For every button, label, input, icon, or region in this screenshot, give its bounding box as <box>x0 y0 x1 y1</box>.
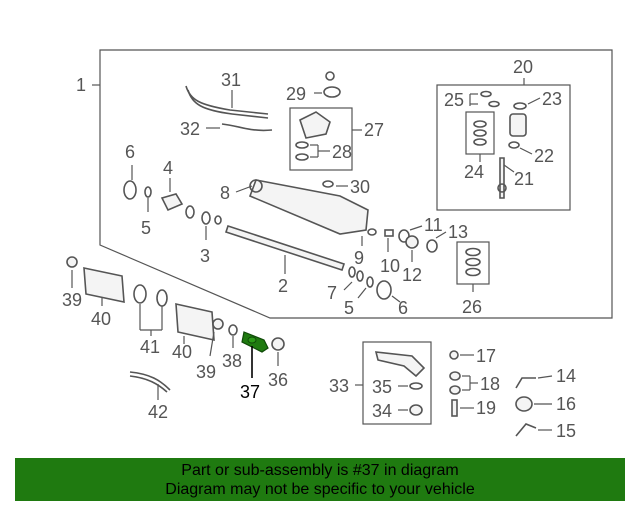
callout-1[interactable]: 1 <box>76 75 86 95</box>
callout-9[interactable]: 9 <box>354 248 364 268</box>
callout-35[interactable]: 35 <box>372 377 392 397</box>
callout-26[interactable]: 26 <box>462 297 482 317</box>
info-banner: Part or sub-assembly is #37 in diagram D… <box>15 458 625 501</box>
callout-38[interactable]: 38 <box>222 351 242 371</box>
callout-19[interactable]: 19 <box>476 398 496 418</box>
callout-12[interactable]: 12 <box>402 265 422 285</box>
callout-6[interactable]: 6 <box>125 142 135 162</box>
callout-42[interactable]: 42 <box>148 402 168 422</box>
subassembly-box-33 <box>362 341 432 425</box>
banner-line-2: Diagram may not be specific to your vehi… <box>165 481 475 498</box>
callout-3[interactable]: 3 <box>200 246 210 266</box>
callout-17[interactable]: 17 <box>476 346 496 366</box>
parts-diagram: 1 27 28 20 24 25 23 22 21 31 32 29 30 <box>62 49 613 441</box>
subassembly-box-27 <box>289 107 353 171</box>
callout-22[interactable]: 22 <box>534 146 554 166</box>
callout-34[interactable]: 34 <box>372 401 392 421</box>
callout-41[interactable]: 41 <box>140 337 160 357</box>
callout-25[interactable]: 25 <box>444 90 464 110</box>
bushing-part <box>160 193 184 212</box>
callout-40b[interactable]: 40 <box>172 342 192 362</box>
callout-2[interactable]: 2 <box>278 276 288 296</box>
valve-body-part <box>299 111 331 139</box>
callout-32[interactable]: 32 <box>180 119 200 139</box>
callout-31[interactable]: 31 <box>221 70 241 90</box>
callout-37[interactable]: 37 <box>240 382 260 402</box>
callout-18[interactable]: 18 <box>480 374 500 394</box>
callout-14[interactable]: 14 <box>556 366 576 386</box>
callout-5[interactable]: 5 <box>141 218 151 238</box>
callout-8[interactable]: 8 <box>220 183 230 203</box>
banner-line-1: Part or sub-assembly is #37 in diagram <box>181 462 459 479</box>
rack-housing-part <box>248 179 369 235</box>
callout-36[interactable]: 36 <box>268 370 288 390</box>
callout-33[interactable]: 33 <box>329 376 349 396</box>
callout-6b[interactable]: 6 <box>398 298 408 318</box>
callout-39[interactable]: 39 <box>62 290 82 310</box>
feed-pipe-part <box>185 85 269 115</box>
rack-part <box>224 224 346 272</box>
callout-28[interactable]: 28 <box>332 142 352 162</box>
callout-24[interactable]: 24 <box>464 162 484 182</box>
part-37-tie-rod[interactable] <box>241 331 269 353</box>
callout-40[interactable]: 40 <box>91 309 111 329</box>
callout-4[interactable]: 4 <box>163 158 173 178</box>
callout-27[interactable]: 27 <box>364 120 384 140</box>
bracket-part <box>515 377 536 389</box>
callout-13[interactable]: 13 <box>448 222 468 242</box>
assembly-outline <box>99 49 613 319</box>
callout-29[interactable]: 29 <box>286 84 306 104</box>
spring-part <box>509 113 527 137</box>
callout-20[interactable]: 20 <box>513 57 533 77</box>
callout-10[interactable]: 10 <box>380 256 400 276</box>
callout-23[interactable]: 23 <box>542 89 562 109</box>
boot-left-part <box>83 266 125 304</box>
callout-30[interactable]: 30 <box>350 177 370 197</box>
callout-21[interactable]: 21 <box>514 169 534 189</box>
callout-16[interactable]: 16 <box>556 394 576 414</box>
hose-part <box>129 371 171 391</box>
return-pipe-part <box>221 123 273 132</box>
seal-part <box>123 180 137 200</box>
callout-39b[interactable]: 39 <box>196 362 216 382</box>
boot-right-part <box>175 302 215 342</box>
subassembly-box-20 <box>436 84 571 211</box>
callout-11[interactable]: 11 <box>424 215 443 235</box>
tie-rod-end-part <box>374 351 426 378</box>
callout-7[interactable]: 7 <box>327 283 337 303</box>
callout-5b[interactable]: 5 <box>344 298 354 318</box>
callout-15[interactable]: 15 <box>556 421 576 441</box>
